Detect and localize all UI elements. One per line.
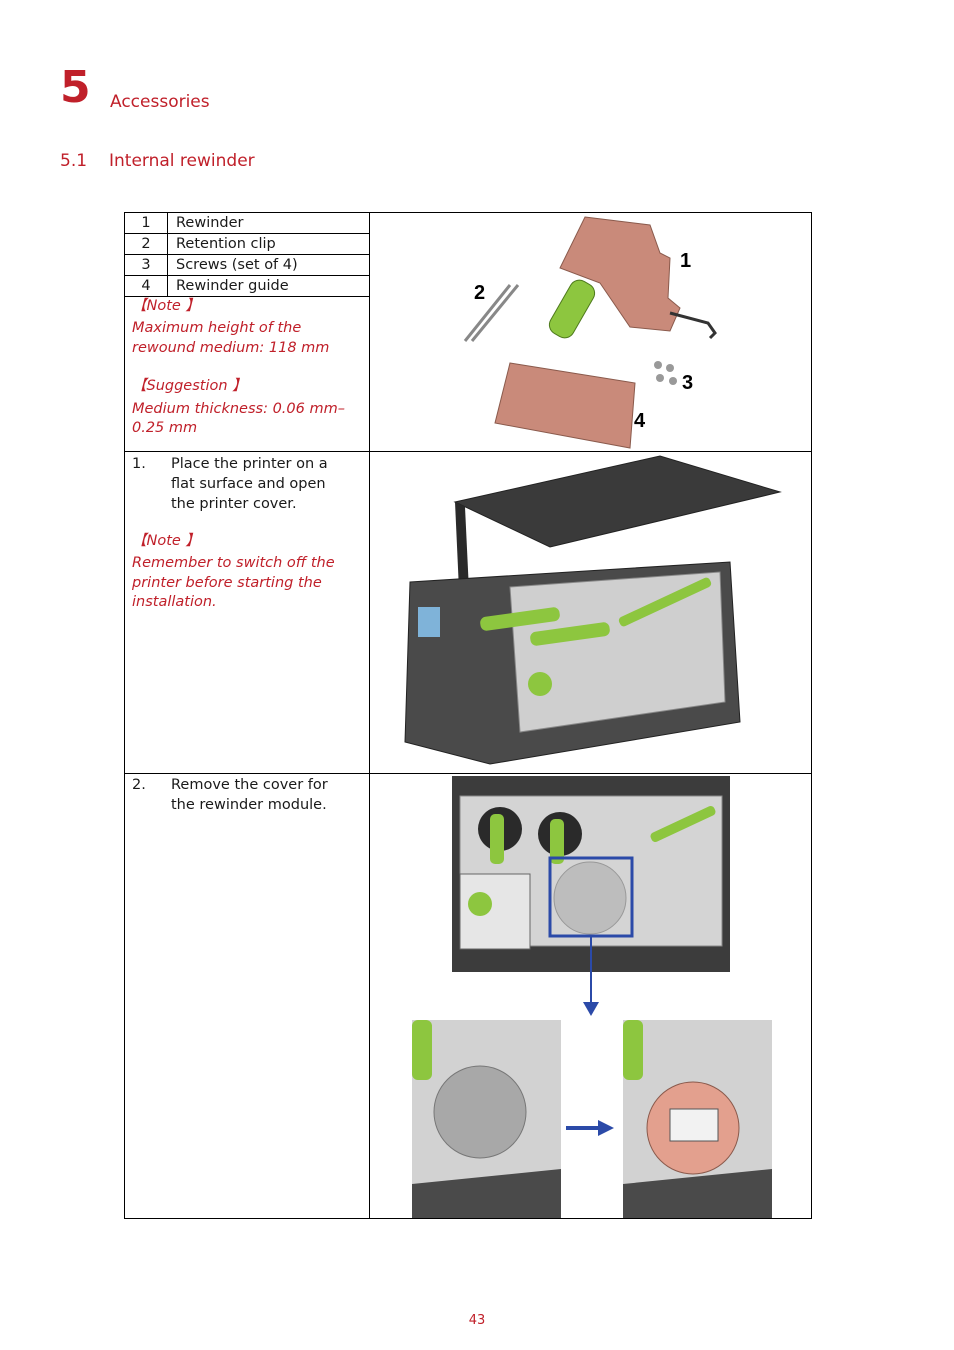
retention-clip [463, 284, 520, 342]
cover-removal-illustration [412, 776, 772, 1218]
step-text: Remove the cover for the rewinder module… [171, 775, 351, 815]
part-name: Screws (set of 4) [167, 254, 369, 276]
step-text-line: the printer cover. [171, 496, 297, 512]
chapter-title: Accessories [110, 92, 210, 112]
frame-detail [412, 1169, 561, 1218]
media-holder-arm [650, 805, 716, 843]
rewinder-cover [553, 861, 627, 935]
rewinder-spindle [548, 279, 596, 339]
suggestion-text: Medium thickness: 0.06 mm– [132, 401, 345, 417]
supply-spindle [490, 814, 504, 864]
part-number: 1 [125, 213, 168, 234]
ribbon-spindle [480, 607, 560, 631]
part-number: 4 [125, 275, 168, 297]
section-number: 5.1 [60, 151, 88, 171]
step-1-cell: 1. Place the printer on a flat surface a… [125, 452, 370, 773]
rewinder-cable [669, 311, 717, 340]
step-text-line: Remove the cover for [171, 777, 328, 793]
suggestion-text: 0.25 mm [132, 420, 198, 436]
parts-illustration: 1 2 3 4 [463, 216, 717, 449]
callout-1: 1 [680, 250, 691, 272]
note-text: Maximum height of the [132, 320, 302, 336]
step-2-cell: 2. Remove the cover for the rewinder mod… [125, 774, 370, 1218]
note-text: Remember to switch off the [132, 555, 335, 571]
part-name: Rewinder [167, 213, 369, 234]
section-title: Internal rewinder [109, 151, 255, 171]
step-2-row: 2. Remove the cover for the rewinder mod… [125, 774, 811, 1218]
step-text-line: the rewinder module. [171, 797, 327, 813]
printer-open-illustration [404, 455, 782, 765]
note-text: printer before starting the [132, 575, 322, 591]
screw [666, 364, 674, 372]
rewinder-plate [559, 216, 681, 332]
step-number: 1. [132, 456, 146, 472]
printer-display [418, 607, 440, 637]
printer-cover [453, 455, 782, 548]
step-number: 2. [132, 777, 146, 793]
step-1-figure-cell [370, 452, 811, 773]
part-number: 3 [125, 254, 168, 276]
note-label: 【Note 】 [132, 298, 200, 314]
parts-figure-cell: 1 2 3 4 [370, 213, 811, 451]
page-number: 43 [468, 1313, 486, 1328]
media-holder-arm [618, 577, 712, 627]
note-label: 【Note 】 [132, 533, 200, 549]
callout-3: 3 [682, 372, 693, 394]
frame-detail [623, 1169, 772, 1218]
spindle-detail [412, 1020, 432, 1080]
step-text: Place the printer on a flat surface and … [171, 454, 351, 514]
step-1-row: 1. Place the printer on a flat surface a… [125, 452, 811, 774]
step-2-figure-cell [370, 774, 811, 1218]
note-text: installation. [132, 594, 217, 610]
screw [654, 361, 662, 369]
mounting-opening [669, 1108, 719, 1142]
rewind-spindle [550, 819, 564, 864]
cover-plate [433, 1065, 527, 1159]
screw [656, 374, 664, 382]
printer-interior [509, 571, 726, 733]
print-head-lever [528, 672, 552, 696]
arrow-right-icon [598, 1120, 614, 1136]
print-mechanism [459, 873, 531, 950]
part-number: 2 [125, 233, 168, 255]
suggestion-label: 【Suggestion 】 [132, 378, 247, 394]
ribbon-spindle [530, 622, 610, 646]
spindle-detail [623, 1020, 643, 1080]
callout-4: 4 [634, 410, 646, 432]
chapter-number: 5 [60, 62, 91, 113]
print-head-lever [468, 892, 492, 916]
step-text-line: Place the printer on a [171, 456, 328, 472]
callout-2: 2 [474, 282, 485, 304]
screw [669, 377, 677, 385]
rewinder-guide [494, 362, 636, 449]
note-text: rewound medium: 118 mm [132, 340, 330, 356]
part-name: Rewinder guide [167, 275, 369, 297]
arrow-down-icon [583, 1002, 599, 1016]
step-text-line: flat surface and open [171, 476, 326, 492]
part-name: Retention clip [167, 233, 369, 255]
